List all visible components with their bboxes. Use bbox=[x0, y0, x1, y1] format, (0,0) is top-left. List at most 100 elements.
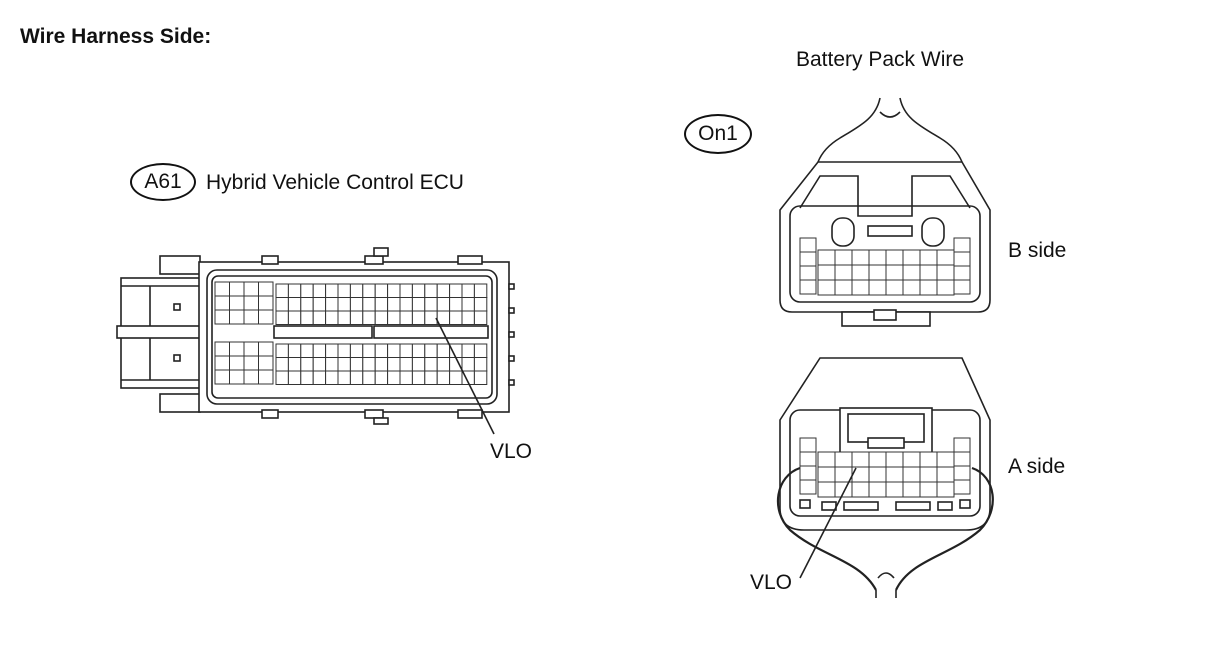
ecu-terminal-cavity bbox=[243, 341, 259, 357]
ecu-terminal-cavity bbox=[473, 343, 488, 358]
a-side-terminal-cavity bbox=[902, 451, 921, 468]
a-side-terminal-cavity bbox=[868, 451, 887, 468]
a-side-terminal-cavity bbox=[799, 451, 817, 467]
ecu-terminal-cavity bbox=[325, 370, 339, 385]
a-side-terminal-cavity bbox=[936, 481, 955, 498]
ecu-terminal-cavity bbox=[349, 357, 364, 372]
connector-code-a61-text: A61 bbox=[144, 170, 182, 193]
connector-code-on1: On1 bbox=[684, 114, 752, 154]
ecu-terminal-cavity bbox=[214, 341, 230, 357]
a-side-terminal-cavity bbox=[885, 451, 904, 468]
b-side-terminal-cavity bbox=[834, 279, 853, 296]
a-side-terminal-cavity bbox=[936, 451, 955, 468]
a-side-terminal-cavity bbox=[868, 466, 887, 483]
ecu-terminal-cavity bbox=[411, 343, 426, 358]
ecu-terminal-cavity bbox=[325, 297, 339, 312]
b-side-terminal-cavity bbox=[817, 249, 836, 266]
a-side-terminal-cavity bbox=[953, 465, 971, 481]
a-side-terminal-cavity bbox=[902, 466, 921, 483]
ecu-terminal-cavity bbox=[436, 370, 451, 385]
ecu-terminal-cavity bbox=[436, 283, 451, 298]
ecu-terminal-cavity bbox=[312, 283, 327, 298]
a-side-terminal-cavity bbox=[902, 481, 921, 498]
ecu-terminal-cavity bbox=[424, 370, 438, 385]
ecu-terminal-cavity bbox=[449, 343, 463, 358]
ecu-terminal-cavity bbox=[258, 281, 274, 297]
ecu-terminal-cavity bbox=[399, 343, 413, 358]
a-side-terminal-cavity bbox=[919, 466, 938, 483]
ecu-terminal-cavity bbox=[399, 310, 413, 325]
ecu-terminal-cavity bbox=[229, 295, 245, 311]
ecu-terminal-cavity bbox=[258, 369, 274, 385]
ecu-terminal-cavity bbox=[473, 370, 488, 385]
ecu-terminal-cavity bbox=[349, 297, 364, 312]
ecu-terminal-cavity bbox=[243, 355, 259, 371]
ecu-terminal-cavity bbox=[449, 297, 463, 312]
ecu-terminal-cavity bbox=[411, 310, 426, 325]
ecu-terminal-cavity bbox=[399, 357, 413, 372]
ecu-terminal-cavity bbox=[337, 310, 351, 325]
b-side-terminal-cavity bbox=[817, 264, 836, 281]
ecu-terminal-cavity bbox=[449, 283, 463, 298]
ecu-terminal-cavity bbox=[473, 310, 488, 325]
ecu-terminal-cavity bbox=[214, 369, 230, 385]
b-side-terminal-cavity bbox=[834, 249, 853, 266]
vlo-label-ecu: VLO bbox=[490, 440, 533, 463]
ecu-terminal-cavity bbox=[411, 370, 426, 385]
ecu-terminal-cavity bbox=[337, 343, 351, 358]
ecu-terminal-cavity bbox=[436, 343, 451, 358]
ecu-terminal-cavity bbox=[473, 283, 488, 298]
ecu-terminal-cavity bbox=[300, 370, 314, 385]
b-side-terminal-cavity bbox=[834, 264, 853, 281]
vlo-label-battery: VLO bbox=[750, 571, 793, 594]
b-side-terminal-cavity bbox=[919, 249, 938, 266]
ecu-terminal-cavity bbox=[287, 357, 302, 372]
ecu-terminal-cavity bbox=[374, 343, 389, 358]
a-side-terminal-cavity bbox=[885, 466, 904, 483]
b-side-terminal-cavity bbox=[919, 264, 938, 281]
ecu-terminal-cavity bbox=[275, 343, 289, 358]
a-side-terminal-cavity bbox=[953, 451, 971, 467]
ecu-terminal-cavity bbox=[461, 357, 475, 372]
b-side-terminal-cavity bbox=[885, 264, 904, 281]
a-side-terminal-cavity bbox=[817, 481, 836, 498]
b-side-terminal-cavity bbox=[936, 249, 955, 266]
ecu-terminal-cavity bbox=[287, 297, 302, 312]
ecu-terminal-cavity bbox=[387, 283, 401, 298]
ecu-terminal-cavity bbox=[325, 310, 339, 325]
ecu-terminal-cavity bbox=[214, 309, 230, 325]
a-side-terminal-cavity bbox=[834, 481, 853, 498]
ecu-terminal-cavity bbox=[362, 357, 376, 372]
battery-pack-wire-label: Battery Pack Wire bbox=[796, 48, 965, 71]
ecu-terminal-cavity bbox=[275, 310, 289, 325]
ecu-connector-drawing bbox=[116, 247, 515, 435]
b-side-terminal-cavity bbox=[851, 279, 870, 296]
ecu-terminal-cavity bbox=[424, 357, 438, 372]
a-side-terminal-cavity bbox=[885, 481, 904, 498]
ecu-terminal-cavity bbox=[374, 310, 389, 325]
b-side-terminal-cavity bbox=[953, 279, 971, 295]
ecu-terminal-cavity bbox=[214, 281, 230, 297]
b-side-terminal-cavity bbox=[868, 249, 887, 266]
ecu-terminal-cavity bbox=[243, 309, 259, 325]
ecu-terminal-cavity bbox=[287, 310, 302, 325]
ecu-terminal-cavity bbox=[362, 343, 376, 358]
ecu-terminal-cavity bbox=[275, 297, 289, 312]
ecu-terminal-cavity bbox=[349, 310, 364, 325]
b-side-terminal-cavity bbox=[902, 249, 921, 266]
b-side-terminal-cavity bbox=[799, 279, 817, 295]
ecu-terminal-cavity bbox=[374, 297, 389, 312]
ecu-terminal-cavity bbox=[229, 309, 245, 325]
b-side-terminal-cavity bbox=[953, 251, 971, 267]
ecu-terminal-cavity bbox=[374, 357, 389, 372]
ecu-terminal-cavity bbox=[337, 357, 351, 372]
ecu-terminal-cavity bbox=[374, 283, 389, 298]
ecu-terminal-cavity bbox=[424, 310, 438, 325]
ecu-terminal-cavity bbox=[436, 357, 451, 372]
ecu-terminal-cavity bbox=[362, 297, 376, 312]
ecu-name-label: Hybrid Vehicle Control ECU bbox=[206, 171, 464, 194]
ecu-terminal-cavity bbox=[300, 283, 314, 298]
ecu-terminal-cavity bbox=[387, 343, 401, 358]
a-side-terminal-cavity bbox=[851, 481, 870, 498]
